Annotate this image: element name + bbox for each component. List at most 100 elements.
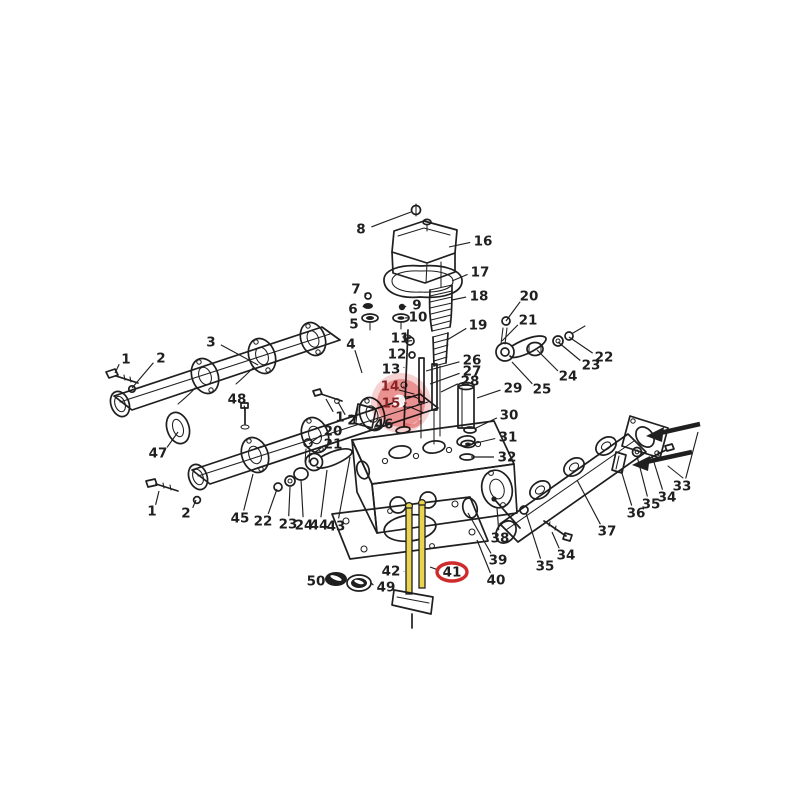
- part-label-45: 45: [231, 473, 254, 527]
- part-label-18: 18: [451, 289, 488, 305]
- svg-text:16: 16: [474, 234, 493, 250]
- svg-text:1: 1: [147, 504, 156, 520]
- svg-text:5: 5: [349, 317, 358, 333]
- svg-text:35: 35: [536, 559, 555, 575]
- svg-text:24: 24: [559, 369, 578, 385]
- port-gasket-39-shape: [461, 497, 479, 519]
- part-label-24: 24: [295, 479, 314, 534]
- valve-spring-small-shape: [432, 332, 449, 437]
- svg-text:24: 24: [295, 518, 314, 534]
- part-label-10: 10: [405, 310, 427, 326]
- part-label-35: 35: [636, 455, 660, 513]
- part-label-8: 8: [356, 211, 412, 238]
- valve-cover-shape: [391, 218, 458, 284]
- part-label-34: 34: [551, 531, 576, 564]
- part-label-2: 2: [131, 351, 166, 389]
- bracket-46-shape: [353, 403, 377, 429]
- injector-sleeve-shape: [457, 381, 475, 429]
- svg-text:50: 50: [307, 574, 326, 590]
- svg-text:7: 7: [351, 282, 360, 298]
- exhaust-manifold-front-shape: [109, 321, 341, 418]
- part-label-34: 34: [652, 458, 676, 506]
- part-label-41: 41: [429, 561, 469, 583]
- svg-text:9: 9: [412, 298, 421, 314]
- part-label-22: 22: [568, 336, 614, 366]
- svg-text:3: 3: [206, 335, 215, 351]
- part-label-36: 36: [620, 469, 645, 522]
- part-label-32: 32: [471, 450, 516, 466]
- svg-text:41: 41: [443, 565, 462, 581]
- rocker-hardware-right-shape: [526, 325, 586, 357]
- svg-text:22: 22: [254, 514, 273, 530]
- watermark-center-dot: [392, 394, 406, 408]
- part-label-39: 39: [467, 512, 508, 569]
- svg-text:49: 49: [377, 580, 396, 596]
- svg-text:37: 37: [598, 524, 617, 540]
- svg-text:4: 4: [346, 337, 355, 353]
- svg-text:17: 17: [471, 265, 490, 281]
- intake-hardware-left-shape: [491, 496, 573, 542]
- part-label-9: 9: [404, 298, 422, 314]
- svg-text:22: 22: [595, 350, 614, 366]
- svg-text:6: 6: [348, 302, 357, 318]
- part-label-12: 12: [388, 347, 411, 363]
- small-hardware-5-6-7-shape: [361, 292, 379, 331]
- rocker-arm-right-shape: [495, 316, 547, 362]
- svg-text:21: 21: [324, 437, 343, 453]
- pushrod-foot-shape: [391, 589, 434, 629]
- svg-text:30: 30: [500, 408, 519, 424]
- part-label-48: 48: [228, 392, 246, 412]
- svg-text:27: 27: [463, 364, 482, 380]
- part-label-5: 5: [349, 317, 364, 333]
- svg-text:38: 38: [491, 531, 510, 547]
- svg-text:29: 29: [504, 381, 523, 397]
- svg-text:44: 44: [310, 518, 329, 534]
- svg-text:34: 34: [557, 548, 576, 564]
- part-label-24: 24: [536, 349, 578, 385]
- part-label-29: 29: [476, 381, 523, 399]
- svg-text:13: 13: [382, 362, 401, 378]
- svg-text:31: 31: [499, 430, 518, 446]
- svg-text:45: 45: [231, 511, 250, 527]
- part-label-3: 3: [206, 335, 259, 366]
- part-label-16: 16: [448, 234, 493, 250]
- part-label-47: 47: [149, 431, 179, 462]
- part-label-30: 30: [473, 408, 519, 430]
- small-hardware-11-12-shape: [405, 336, 416, 359]
- svg-text:23: 23: [279, 517, 298, 533]
- svg-text:39: 39: [489, 553, 508, 569]
- part-label-1: 1: [114, 352, 131, 374]
- svg-text:40: 40: [487, 573, 506, 589]
- part-label-11: 11: [391, 331, 413, 347]
- part-label-1: 1: [325, 398, 345, 426]
- part-label-13: 13: [382, 362, 405, 378]
- part-label-31: 31: [471, 430, 518, 446]
- part-label-27: 27: [429, 364, 482, 385]
- part-label-14: 14: [381, 379, 405, 395]
- valve-cover-gasket-shape: [383, 264, 463, 299]
- part-label-2: 2: [181, 499, 197, 522]
- svg-text:46: 46: [375, 417, 394, 433]
- part-label-43: 43: [327, 456, 351, 535]
- part-label-33: 33: [673, 431, 699, 495]
- part-label-50: 50: [307, 574, 329, 590]
- part-label-2: 2: [337, 401, 357, 429]
- svg-text:11: 11: [391, 331, 410, 347]
- part-label-25: 25: [511, 361, 551, 398]
- oil-seals-shape: [325, 572, 372, 592]
- part-label-26: 26: [425, 353, 481, 372]
- svg-text:15: 15: [382, 396, 401, 412]
- manifold-gasket-shape: [165, 411, 191, 445]
- svg-text:10: 10: [409, 310, 428, 326]
- highlight-circle: [435, 561, 469, 583]
- svg-text:23: 23: [582, 358, 601, 374]
- valve-cover-bolt-shape: [410, 203, 422, 217]
- part-label-40: 40: [476, 539, 506, 589]
- part-label-35: 35: [525, 512, 555, 575]
- part-label-6: 6: [348, 302, 365, 318]
- part-label-19: 19: [446, 318, 487, 341]
- intake-manifold-shape: [495, 415, 669, 544]
